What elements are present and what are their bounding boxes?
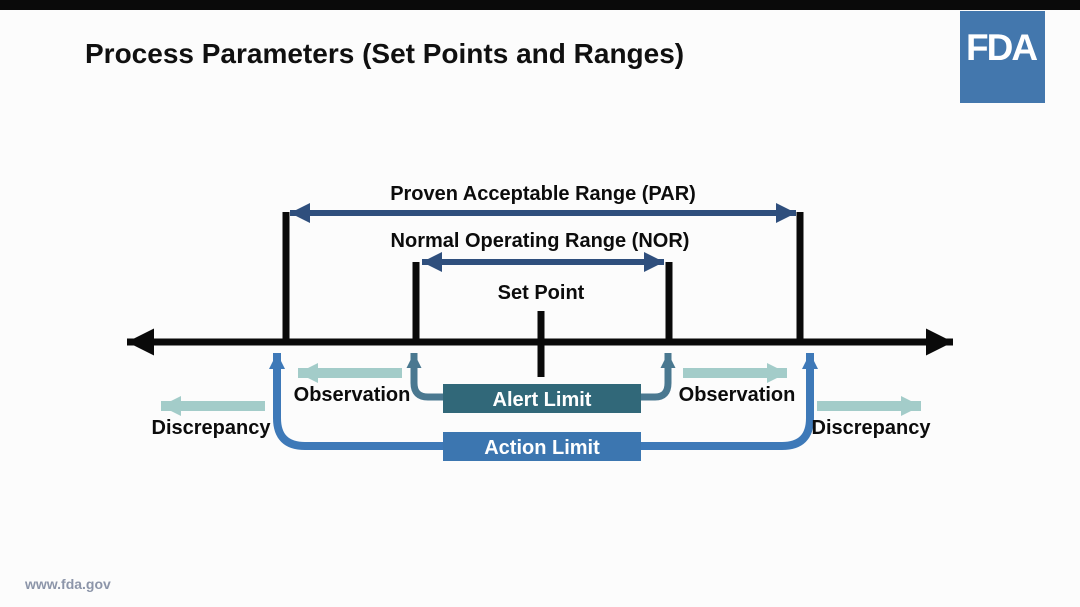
action-limit-connector-left bbox=[269, 353, 445, 450]
par-label: Proven Acceptable Range (PAR) bbox=[390, 183, 696, 205]
observation-label-left: Observation bbox=[294, 384, 411, 406]
footer-url: www.fda.gov bbox=[24, 576, 111, 592]
action-limit-connector-right bbox=[639, 353, 818, 450]
fda-logo bbox=[960, 11, 1045, 103]
discrepancy-label-left: Discrepancy bbox=[152, 417, 272, 439]
action-limit-label: Action Limit bbox=[484, 437, 600, 459]
page-title: Process Parameters (Set Points and Range… bbox=[85, 38, 684, 69]
discrepancy-label-right: Discrepancy bbox=[812, 417, 932, 439]
alert-limit-label: Alert Limit bbox=[493, 389, 592, 411]
alert-limit-connector-right bbox=[639, 353, 676, 401]
alert-limit-connector-left bbox=[406, 353, 445, 401]
nor-label: Normal Operating Range (NOR) bbox=[391, 230, 690, 252]
fda-logo-text: FDA bbox=[966, 27, 1037, 68]
action-limit-box bbox=[443, 432, 641, 461]
alert-limit-box bbox=[443, 384, 641, 413]
set-point-label: Set Point bbox=[498, 282, 585, 304]
observation-label-right: Observation bbox=[679, 384, 796, 406]
top-bar bbox=[0, 0, 1080, 10]
